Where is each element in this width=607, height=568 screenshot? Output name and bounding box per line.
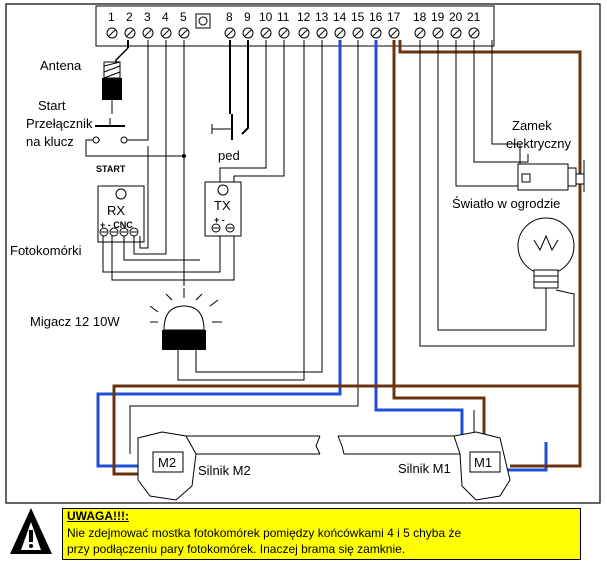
motor-m2-label: Silnik M2 (198, 463, 251, 478)
rx-label: RX (107, 203, 126, 218)
flashing-lamp-icon (149, 288, 222, 350)
motor-m2 (137, 431, 321, 501)
terminal-number-1: 1 (108, 10, 115, 24)
motor-m1 (337, 431, 511, 501)
terminal-number-16: 16 (369, 10, 383, 24)
terminal-number-4: 4 (162, 10, 169, 24)
lock-label-line1: Zamek (512, 118, 552, 133)
terminal-block-square (195, 13, 211, 29)
warning-box: UWAGA!!!: Nie zdejmować mostka fotokomór… (62, 508, 581, 560)
brown-wire-m1 (392, 40, 486, 478)
terminal-number-20: 20 (449, 10, 463, 24)
start-label-line2: Przełącznik (26, 116, 93, 131)
antenna-label: Antena (40, 58, 82, 73)
lock-label-line2: elektryczny (506, 136, 572, 151)
photocells-label: Fotokomórki (10, 243, 82, 258)
terminal-number-2: 2 (126, 10, 133, 24)
motor-m1-label: Silnik M1 (398, 461, 451, 476)
start-label-line3: na klucz (26, 134, 74, 149)
motor-m2-badge: M2 (158, 455, 177, 470)
terminal-number-14: 14 (333, 10, 347, 24)
terminal-number-18: 18 (413, 10, 427, 24)
start-small-label: START (96, 164, 126, 174)
tx-terminals-label: + - (214, 215, 225, 225)
terminal-number-12: 12 (297, 10, 311, 24)
motor-m1-badge: M1 (474, 455, 493, 470)
key-switch-icon (92, 118, 128, 144)
rx-terminals-label: + - CNC (100, 220, 133, 230)
blue-wire-m2 (96, 40, 342, 468)
terminal-number-9: 9 (244, 10, 251, 24)
electric-lock-icon (517, 160, 585, 192)
terminal-block-hole (198, 16, 208, 26)
garden-light-label: Światło w ogrodzie (452, 196, 561, 211)
terminal-number-15: 15 (351, 10, 365, 24)
terminal-number-13: 13 (315, 10, 329, 24)
warning-triangle-icon (10, 508, 52, 554)
terminal-number-3: 3 (144, 10, 151, 24)
lamp-label: Migacz 12 10W (30, 314, 120, 329)
start-label-line1: Start (38, 98, 66, 113)
terminal-screws (106, 27, 480, 39)
terminal-number-10: 10 (259, 10, 273, 24)
diagram-frame (5, 3, 601, 504)
light-bulb-icon (517, 217, 575, 289)
antenna-icon (102, 61, 122, 100)
warning-line2: przy podłączeniu pary fotokomórek. Inacz… (67, 542, 406, 556)
terminal-number-8: 8 (226, 10, 233, 24)
ped-label: ped (218, 148, 240, 163)
terminal-number-19: 19 (431, 10, 445, 24)
terminal-number-11: 11 (277, 10, 290, 24)
warning-line1: Nie zdejmować mostka fotokomórek pomiędz… (67, 526, 462, 540)
terminal-number-21: 21 (467, 10, 481, 24)
terminal-number-17: 17 (387, 10, 401, 24)
ped-button-icon (211, 114, 233, 140)
tx-label: TX (214, 198, 231, 213)
terminal-number-5: 5 (180, 10, 187, 24)
terminal-block (95, 5, 495, 47)
warning-title: UWAGA!!!: (67, 509, 129, 523)
